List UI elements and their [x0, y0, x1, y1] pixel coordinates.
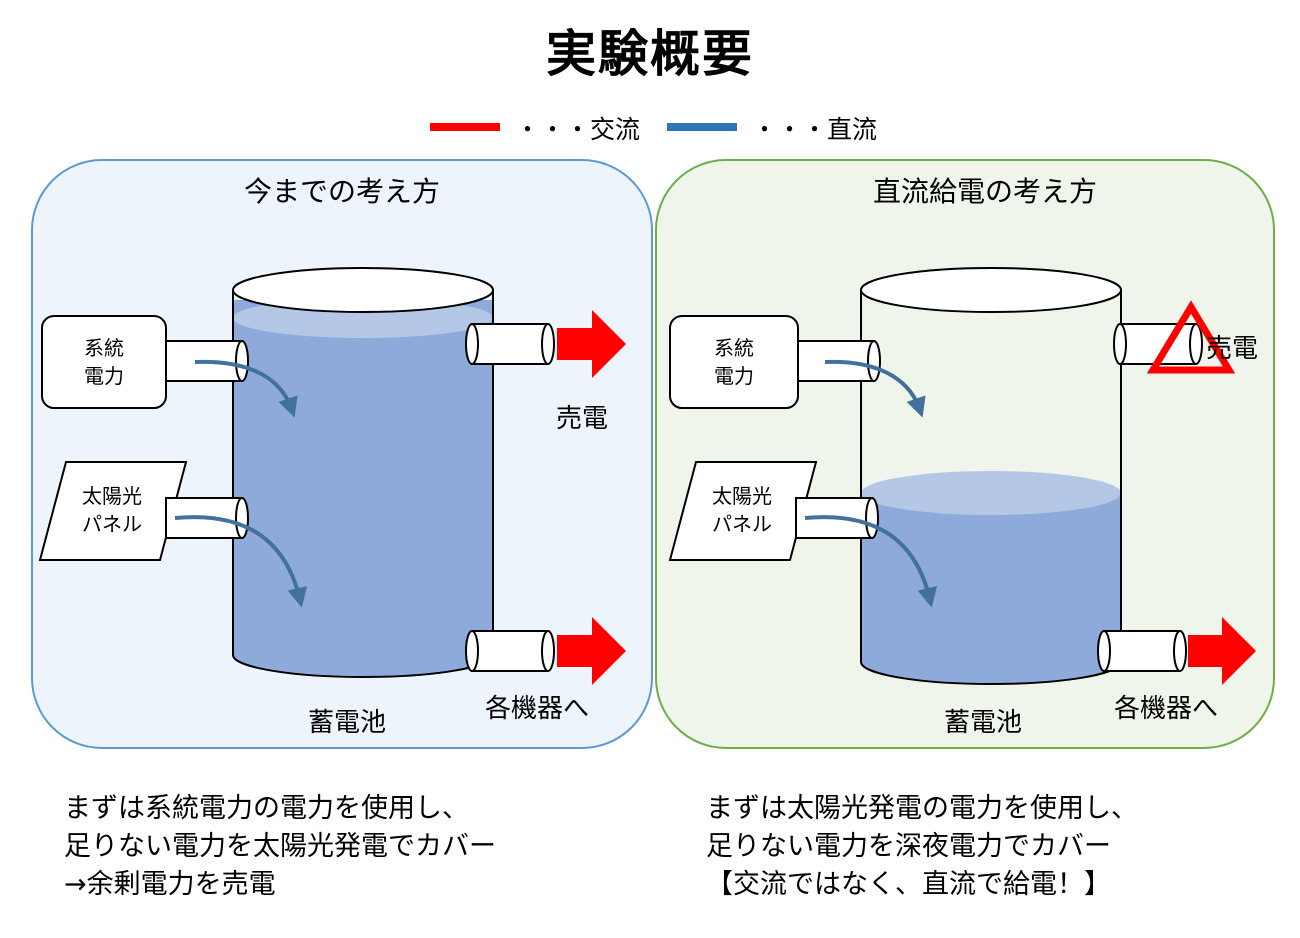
- left-sell-label: 売電: [556, 404, 609, 434]
- legend-ac-line: [430, 123, 500, 131]
- right-devices-pipe: [1097, 630, 1187, 672]
- left-grid-label: 系統 電力: [42, 334, 166, 390]
- right-solar-label-line2: パネル: [712, 512, 772, 536]
- right-battery-tank: [860, 267, 1122, 685]
- left-devices-pipe: [465, 630, 555, 672]
- left-caption-line2: 足りない電力を太陽光発電でカバー: [64, 831, 496, 862]
- right-caption-line3: 【交流ではなく、直流で給電！】: [706, 869, 1111, 900]
- left-devices-label: 各機器へ: [485, 694, 590, 724]
- right-sell-label: 売電: [1206, 334, 1259, 364]
- page-title: 実験概要: [546, 25, 754, 83]
- left-solar-box: [38, 461, 188, 561]
- legend-dc-label: ・・・直流: [752, 115, 878, 144]
- left-solar-label: 太陽光 パネル: [52, 482, 172, 538]
- left-grid-label-line2: 電力: [84, 364, 124, 388]
- left-sell-arrow: [557, 310, 626, 378]
- right-caption: まずは太陽光発電の電力を使用し、 足りない電力を深夜電力でカバー 【交流ではなく…: [706, 790, 1138, 904]
- right-solar-box: [668, 461, 818, 561]
- left-caption-line1: まずは系統電力の電力を使用し、: [64, 793, 469, 824]
- left-devices-arrow: [557, 617, 626, 685]
- left-grid-label-line1: 系統: [84, 336, 124, 360]
- left-caption-line3: →余剰電力を売電: [64, 869, 276, 900]
- left-battery-tank: [232, 267, 494, 678]
- left-battery-label: 蓄電池: [308, 708, 387, 738]
- right-grid-pipe: [797, 340, 881, 382]
- right-solar-flow-arrow: [804, 515, 938, 608]
- right-grid-label: 系統 電力: [672, 334, 796, 390]
- warning-triangle-icon: [1146, 300, 1236, 374]
- left-caption: まずは系統電力の電力を使用し、 足りない電力を太陽光発電でカバー →余剰電力を売…: [64, 790, 496, 904]
- left-solar-label-line2: パネル: [82, 512, 142, 536]
- right-sell-pipe: [1113, 323, 1203, 365]
- left-grid-flow-arrow: [194, 359, 298, 418]
- right-battery-label: 蓄電池: [944, 708, 1023, 738]
- legend-ac-label: ・・・交流: [515, 115, 641, 144]
- right-grid-flow-arrow: [824, 359, 926, 418]
- legend-dc-line: [667, 123, 737, 131]
- left-panel-title: 今までの考え方: [243, 175, 440, 208]
- left-sell-pipe: [465, 323, 555, 365]
- right-caption-line2: 足りない電力を深夜電力でカバー: [706, 831, 1111, 862]
- right-grid-label-line2: 電力: [714, 364, 754, 388]
- right-solar-label: 太陽光 パネル: [682, 482, 802, 538]
- right-devices-label: 各機器へ: [1114, 694, 1219, 724]
- left-solar-flow-arrow: [174, 515, 308, 608]
- right-panel-title: 直流給電の考え方: [872, 175, 1097, 208]
- right-caption-line1: まずは太陽光発電の電力を使用し、: [706, 793, 1138, 824]
- right-solar-label-line1: 太陽光: [712, 484, 772, 508]
- right-grid-label-line1: 系統: [714, 336, 754, 360]
- left-solar-label-line1: 太陽光: [82, 484, 142, 508]
- right-devices-arrow: [1188, 617, 1256, 685]
